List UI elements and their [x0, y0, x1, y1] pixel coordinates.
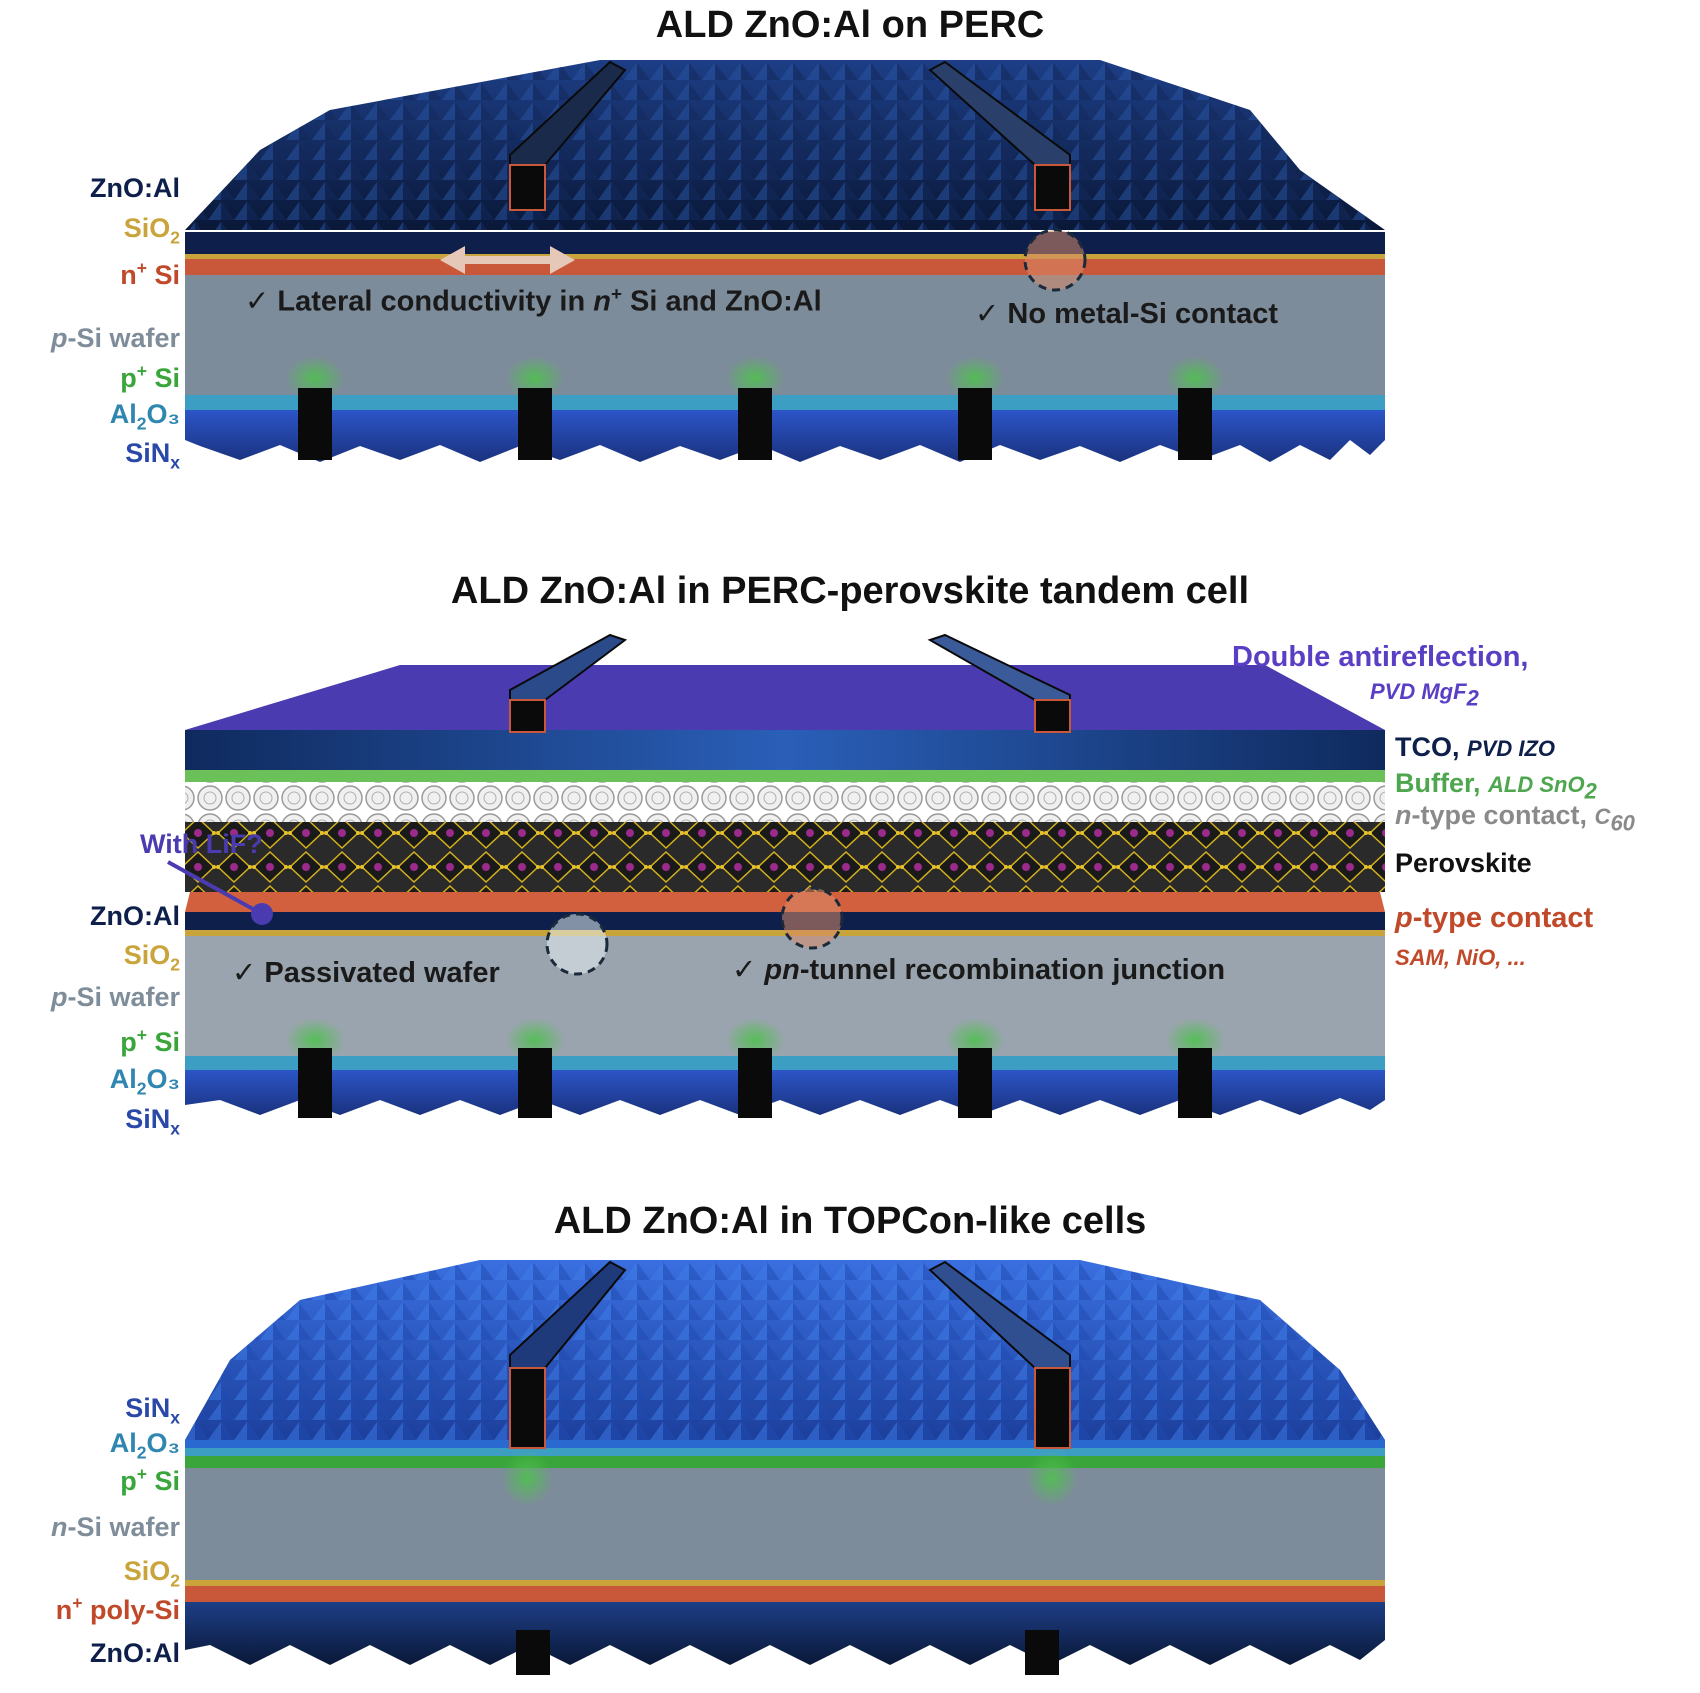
label-sinx-2: SiNx — [125, 1104, 180, 1139]
sio2-layer-2 — [185, 930, 1385, 936]
sinx-layer — [185, 410, 1385, 462]
label-zno: ZnO:Al — [90, 173, 180, 203]
front-fingers — [509, 60, 1071, 211]
note-passivated: ✓ Passivated wafer — [232, 957, 500, 989]
c60-layer — [185, 782, 1385, 822]
label-wafer-3: n-Si wafer — [50, 1512, 180, 1542]
mgf2-layer — [185, 665, 1385, 730]
lif-pointer-icon — [167, 860, 273, 925]
sio2-layer — [185, 254, 1385, 259]
pplus-layer-3 — [185, 1456, 1385, 1468]
label-sinx-3: SiNx — [125, 1393, 180, 1428]
panel-2-cell — [167, 633, 1385, 1118]
label-zno-2: ZnO:Al — [90, 901, 180, 931]
sinx-layer-2 — [185, 1070, 1385, 1115]
label-nplus: n+ Si — [120, 258, 180, 290]
label-lif: With LiF? — [140, 829, 263, 859]
label-sinx: SiNx — [125, 438, 180, 473]
label-sio2-2: SiO2 — [123, 940, 180, 975]
tco-layer — [185, 730, 1385, 770]
lateral-arrow-icon — [440, 246, 575, 274]
perovskite-layer — [185, 822, 1385, 892]
front-fingers-3 — [509, 1260, 1071, 1675]
label-al2o3: Al2O₃ — [109, 399, 180, 434]
label-pplus: p+ Si — [120, 361, 180, 393]
panel-1-cell — [185, 60, 1385, 462]
note-tunnel: ✓ pn-tunnel recombination junction — [732, 954, 1226, 986]
label-sio2-3: SiO2 — [123, 1556, 180, 1591]
front-fingers-2 — [509, 633, 1071, 733]
label-pcontact-sub: SAM, NiO, ... — [1395, 945, 1526, 970]
label-zno-3: ZnO:Al — [90, 1638, 180, 1668]
label-pplus-2: p+ Si — [120, 1025, 180, 1057]
tunnel-junction-circle-icon — [780, 886, 844, 950]
label-wafer-2: p-Si wafer — [50, 982, 180, 1012]
buffer-layer — [185, 770, 1385, 782]
sinx-layer-3 — [185, 1440, 1385, 1448]
wafer-layer-3 — [185, 1468, 1385, 1580]
label-antireflection: Double antireflection, — [1232, 641, 1529, 673]
label-al2o3-2: Al2O₃ — [109, 1064, 180, 1099]
label-pplus-3: p+ Si — [120, 1464, 180, 1496]
rear-contacts — [285, 356, 1225, 460]
zno-layer — [185, 232, 1385, 254]
passivated-circle-icon — [545, 912, 609, 976]
al2o3-layer — [185, 395, 1385, 410]
al2o3-layer-2 — [185, 1056, 1385, 1070]
label-perovskite: Perovskite — [1395, 848, 1532, 878]
al2o3-layer-3 — [185, 1448, 1385, 1456]
note-no-metal: ✓ No metal-Si contact — [975, 298, 1279, 330]
label-sio2: SiO2 — [123, 213, 180, 248]
panel-1-title: ALD ZnO:Al on PERC — [655, 4, 1045, 46]
sio2-layer-3 — [185, 1580, 1385, 1586]
note-lateral: ✓ Lateral conductivity in n+ Si and ZnO:… — [245, 283, 822, 318]
label-tco: TCO, PVD IZO — [1395, 732, 1556, 762]
panel-3-title: ALD ZnO:Al in TOPCon-like cells — [553, 1200, 1147, 1242]
label-wafer: p-Si wafer — [50, 323, 180, 353]
panel-3-cell — [185, 1260, 1385, 1675]
label-ncontact: n-type contact, C60 — [1395, 800, 1635, 836]
panel-2-title: ALD ZnO:Al in PERC-perovskite tandem cel… — [450, 570, 1250, 612]
rear-contacts-2 — [285, 1018, 1225, 1118]
nplus-layer — [185, 259, 1385, 275]
label-pcontact: p-type contact — [1395, 902, 1594, 934]
label-al2o3-3: Al2O₃ — [109, 1428, 180, 1463]
npoly-layer-3 — [185, 1586, 1385, 1602]
label-npoly-3: n+ poly-Si — [55, 1593, 180, 1625]
label-mgf2: PVD MgF2 — [1370, 679, 1479, 711]
pcontact-layer — [185, 892, 1385, 912]
label-buffer: Buffer, ALD SnO2 — [1395, 768, 1597, 804]
zno-textured-rear — [185, 1602, 1385, 1665]
no-metal-contact-circle-icon — [1023, 228, 1087, 292]
